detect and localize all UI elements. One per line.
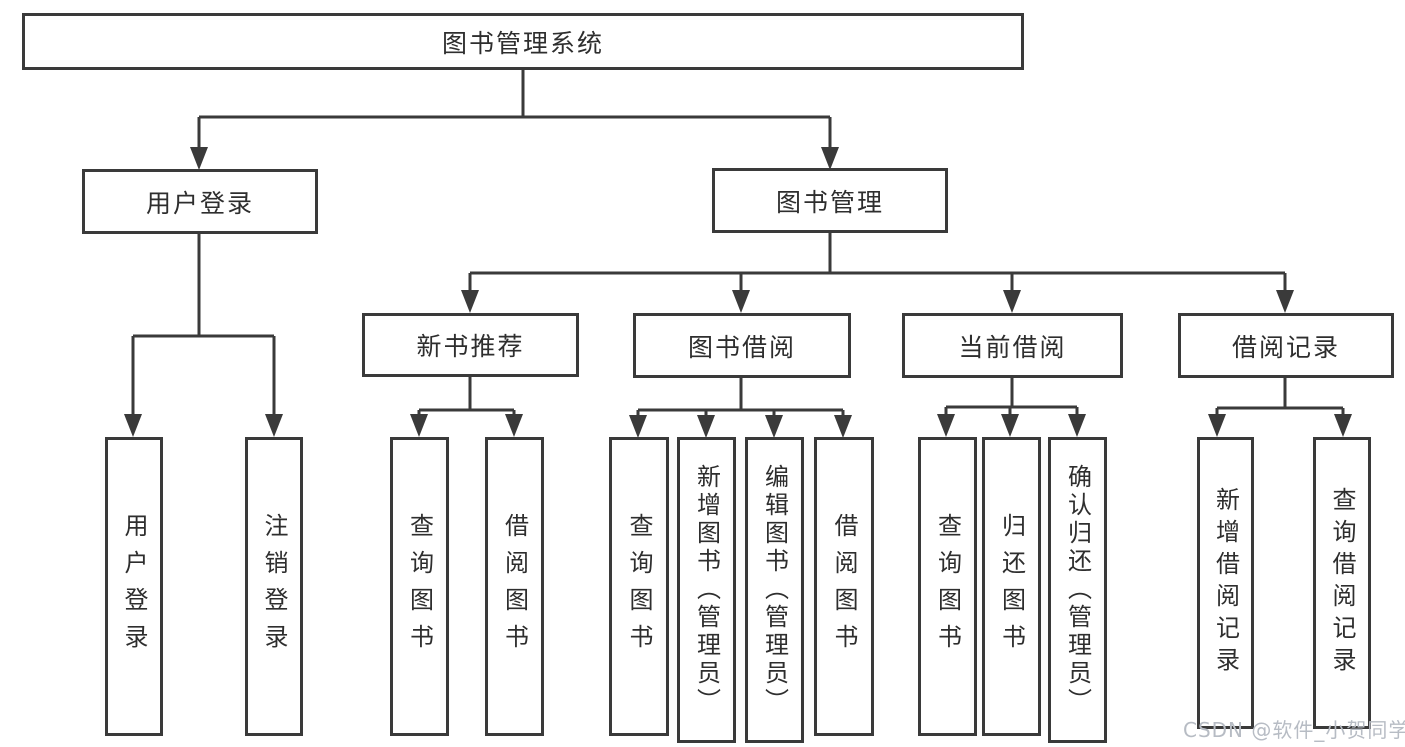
leaf-user-login: 用户登录	[105, 437, 163, 736]
leaf-add-borrow-record: 新增借阅记录	[1197, 437, 1254, 729]
csdn-watermark: CSDN @软件_小贺同学	[1183, 718, 1405, 742]
leaf-borrow-borrow-book: 借阅图书	[814, 437, 874, 736]
node-current-borrow: 当前借阅	[902, 313, 1123, 378]
node-user-login: 用户登录	[82, 169, 318, 234]
leaf-current-query-book: 查询图书	[918, 437, 977, 736]
leaf-return-book: 归还图书	[982, 437, 1041, 736]
connector-lines	[131, 69, 1345, 419]
leaf-add-book-admin: 新增图书（管理员）	[677, 437, 736, 743]
node-book-borrow: 图书借阅	[633, 313, 851, 378]
leaf-recommend-borrow-book: 借阅图书	[485, 437, 544, 736]
node-root-system: 图书管理系统	[22, 13, 1024, 70]
arrowheads	[124, 147, 1352, 438]
leaf-logout: 注销登录	[245, 437, 303, 736]
leaf-confirm-return-admin: 确认归还（管理员）	[1048, 437, 1107, 743]
leaf-edit-book-admin: 编辑图书（管理员）	[745, 437, 804, 743]
node-new-book-recommend: 新书推荐	[362, 313, 579, 377]
leaf-query-borrow-record: 查询借阅记录	[1313, 437, 1371, 729]
node-borrow-records: 借阅记录	[1178, 313, 1394, 378]
node-book-management: 图书管理	[712, 168, 948, 233]
leaf-recommend-query-book: 查询图书	[390, 437, 449, 736]
leaf-borrow-query-book: 查询图书	[609, 437, 669, 736]
